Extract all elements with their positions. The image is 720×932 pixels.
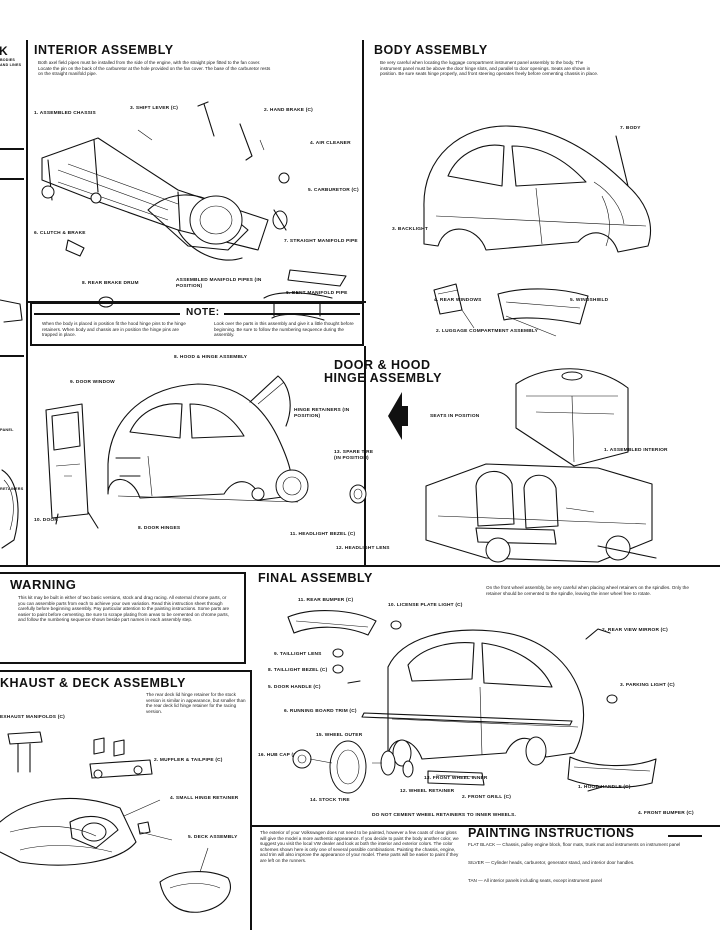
partial-left-column: K BODIES AND LINES PANEL RETAINERS — [0, 40, 26, 930]
label-door: 10. DOOR — [34, 518, 58, 523]
label-wheel-retainer: 12. WHEEL RETAINER — [400, 789, 455, 794]
label-door-hinges: 8. DOOR HINGES — [138, 526, 181, 531]
label-taillight-bezel: 8. TAILLIGHT BEZEL (C) — [268, 668, 328, 673]
interior-instructions: Both axel field pipes must be installed … — [38, 60, 271, 77]
label-rear-windows: 4. REAR WINDOWS — [434, 298, 482, 303]
partial-top-line: BODIES — [0, 58, 15, 62]
label-luggage-compartment: 2. LUGGAGE COMPARTMENT ASSEMBLY — [436, 329, 538, 334]
label-running-board-trim: 6. RUNNING BOARD TRIM (C) — [284, 709, 357, 714]
label-shift-lever: 3. SHIFT LEVER (C) — [130, 106, 179, 111]
label-backlight: 3. BACKLIGHT — [392, 227, 428, 232]
label-assembled-interior: 1. ASSEMBLED INTERIOR — [604, 448, 668, 453]
exhaust-deck-panel: KHAUST & DECK ASSEMBLY The rear deck lid… — [0, 670, 252, 930]
partial-left-sketch — [0, 299, 23, 549]
final-title: FINAL ASSEMBLY — [258, 571, 373, 585]
label-taillight-lens: 9. TAILLIGHT LENS — [274, 652, 322, 657]
interior-title: INTERIOR ASSEMBLY — [34, 43, 174, 57]
door-hood-title-line2: HINGE ASSEMBLY — [324, 371, 442, 385]
note-rule — [224, 313, 360, 315]
partial-top-title: K — [0, 44, 9, 58]
left-tick — [0, 178, 24, 180]
label-stock-tire: 14. STOCK TIRE — [310, 798, 350, 803]
label-front-wheel-inner: 13. FRONT WHEEL INNER — [424, 776, 488, 781]
partial-left-label: PANEL — [0, 428, 14, 432]
label-headlight-lens: 12. HEADLIGHT LENS — [336, 546, 390, 551]
label-license-plate-light: 10. LICENSE PLATE LIGHT (C) — [388, 603, 463, 608]
label-front-grill: 2. FRONT GRILL (C) — [462, 795, 512, 800]
body-instructions: Be very careful when locating the luggag… — [380, 60, 599, 77]
final-assembly-drawing — [287, 610, 657, 794]
paint-item-tan: TAN — All interior panels including seat… — [468, 878, 602, 883]
painting-title-rule — [668, 835, 702, 837]
label-body: 7. BODY — [620, 126, 641, 131]
final-caution-note: DO NOT CEMENT WHEEL RETAINERS TO INNER W… — [372, 813, 517, 818]
arrow-pointer-icon — [388, 392, 408, 440]
interior-chassis-drawing — [41, 101, 347, 321]
final-assembly-panel: FINAL ASSEMBLY On the front wheel assemb… — [252, 567, 720, 825]
label-muffler-tailpipe: 2. MUFFLER & TAILPIPE (C) — [154, 758, 223, 763]
label-hinge-retainers: HINGE RETAINERS (IN POSITION) — [294, 408, 350, 419]
body-assembly-drawing — [423, 125, 657, 563]
door-hood-drawing — [45, 375, 367, 529]
label-bent-manifold: 6. BENT MANIFOLD PIPE — [286, 291, 348, 296]
note-top-divider — [28, 301, 366, 303]
exhaust-drawing — [0, 731, 231, 913]
label-parking-light: 3. PARKING LIGHT (C) — [620, 683, 675, 688]
note-panel: NOTE: When the body is placed in positio… — [30, 302, 364, 346]
label-hub-cap: 16. HUB CAP (C) — [258, 753, 299, 758]
painting-panel: The exterior of your Volkswagen does not… — [252, 825, 720, 930]
painting-intro: The exterior of your Volkswagen does not… — [260, 830, 459, 863]
warning-title: WARNING — [10, 577, 77, 592]
label-carburetor: 5. CARBURETOR (C) — [308, 188, 359, 193]
label-rear-bumper: 11. REAR BUMPER (C) — [298, 598, 354, 603]
paint-item-flat-black: FLAT BLACK — Chassis, pulley engine bloc… — [468, 842, 681, 847]
note-title: NOTE: — [186, 307, 220, 318]
label-clutch-brake: 6. CLUTCH & BRAKE — [34, 231, 86, 236]
warning-panel: WARNING This kit may be built in either … — [0, 572, 246, 664]
label-deck-assembly: 5. DECK ASSEMBLY — [188, 835, 238, 840]
note-right-text: Look over the parts in this assembly and… — [214, 321, 354, 338]
painting-top-divider — [252, 825, 720, 827]
interior-assembly-panel: INTERIOR ASSEMBLY Both axel field pipes … — [28, 40, 364, 321]
label-seats-in-position: SEATS IN POSITION — [430, 414, 480, 419]
door-hood-panel: DOOR & HOOD HINGE ASSEMBLY 8. HOOD & HIN… — [28, 346, 441, 565]
door-hood-title-line1: DOOR & HOOD — [334, 358, 431, 372]
label-windshield: 5. WINDSHIELD — [570, 298, 609, 303]
label-hand-brake: 2. HAND BRAKE (C) — [264, 108, 313, 113]
label-assembled-manifold: ASSEMBLED MANIFOLD PIPES (IN POSITION) — [176, 278, 262, 289]
label-small-hinge: 4. SMALL HINGE RETAINER — [170, 796, 239, 801]
label-straight-manifold: 7. STRAIGHT MANIFOLD PIPE — [284, 239, 358, 244]
label-headlight-bezel: 11. HEADLIGHT BEZEL (C) — [290, 532, 356, 537]
partial-left-label: RETAINERS — [0, 487, 24, 491]
label-rear-view-mirror: 2. REAR VIEW MIRROR (C) — [602, 628, 668, 633]
label-air-cleaner: 4. AIR CLEANER — [310, 141, 351, 146]
body-title: BODY ASSEMBLY — [374, 43, 488, 57]
note-rule — [34, 313, 180, 315]
label-door-handle: 5. DOOR HANDLE (C) — [268, 685, 321, 690]
label-rear-brake-drum: 8. REAR BRAKE DRUM — [82, 281, 139, 286]
left-tick — [0, 355, 24, 357]
label-hood-hinge: 8. HOOD & HINGE ASSEMBLY — [174, 355, 248, 360]
final-instructions: On the front wheel assembly, be very car… — [486, 585, 689, 596]
note-left-text: When the body is placed in position fit … — [42, 321, 186, 338]
label-door-window: 9. DOOR WINDOW — [70, 380, 115, 385]
label-wheel-outer: 15. WHEEL OUTER — [316, 733, 363, 738]
paint-item-silver: SILVER — Cylinder heads, carburetor, gen… — [468, 860, 635, 865]
section-divider — [0, 565, 720, 567]
warning-text: This kit may be built in either of two b… — [18, 595, 230, 623]
exhaust-instructions: The rear deck lid hinge retainer for the… — [146, 692, 246, 714]
left-column-divider — [26, 40, 28, 565]
body-assembly-panel: BODY ASSEMBLY Be very careful when locat… — [366, 40, 720, 565]
label-exhaust-manifolds: EXHAUST MANIFOLDS (C) — [0, 715, 65, 720]
label-front-bumper: 4. FRONT BUMPER (C) — [638, 811, 694, 816]
label-spare-tire: 13. SPARE TIRE (IN POSITION) — [334, 450, 374, 461]
exhaust-title: KHAUST & DECK ASSEMBLY — [0, 676, 186, 690]
partial-top-line: AND LINES — [0, 63, 22, 67]
painting-title: PAINTING INSTRUCTIONS — [468, 826, 635, 840]
left-tick — [0, 148, 24, 150]
label-assembled-chassis: 1. ASSEMBLED CHASSIS — [34, 111, 96, 116]
label-hood-handle: 1. HOOD HANDLE (C) — [578, 785, 631, 790]
